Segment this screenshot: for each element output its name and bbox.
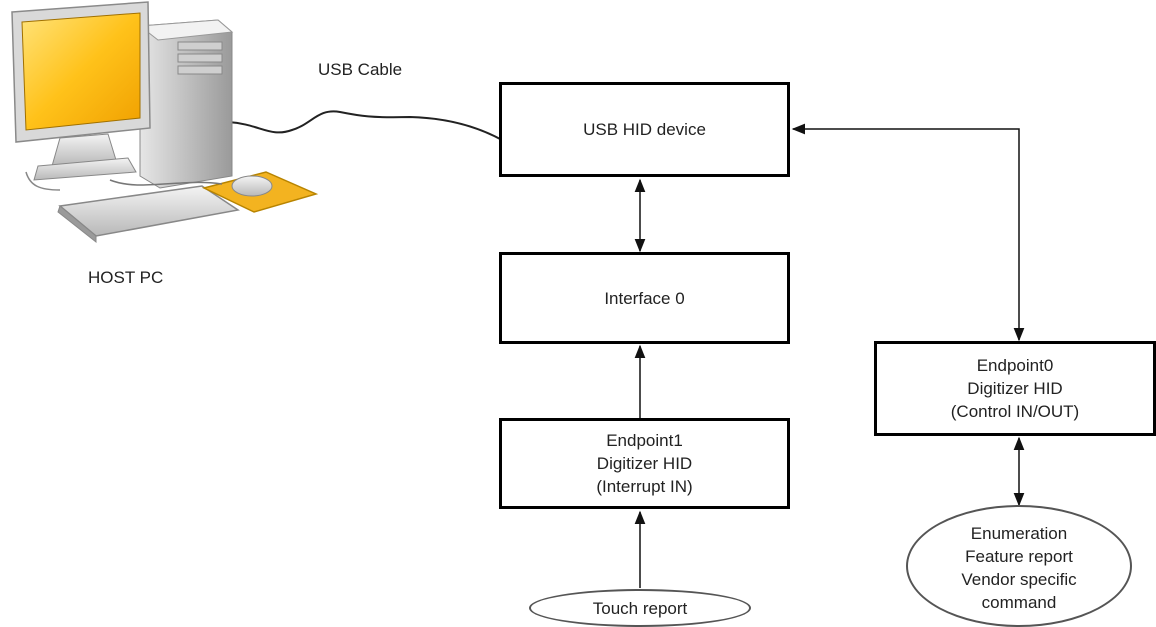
endpoint0-line-1: Endpoint0 xyxy=(976,356,1054,375)
usb-cable-label: USB Cable xyxy=(318,60,403,79)
host-pc-label: HOST PC xyxy=(88,268,164,287)
mouse-icon xyxy=(201,171,319,213)
touch-report-ellipse: Touch report xyxy=(529,589,751,627)
keyboard-icon xyxy=(57,185,240,244)
usb-hid-device-label: USB HID device xyxy=(583,120,706,139)
computer-tower-icon xyxy=(138,19,234,189)
usb-hid-device-box: USB HID device xyxy=(499,82,790,177)
usb-cable-line xyxy=(227,110,503,141)
enumeration-line-3: Vendor specific xyxy=(961,570,1077,589)
endpoint0-line-2: Digitizer HID xyxy=(967,379,1063,398)
endpoint0-box: Endpoint0 Digitizer HID (Control IN/OUT) xyxy=(874,341,1156,436)
host-pc-illustration xyxy=(11,1,319,244)
enumeration-ellipse: Enumeration Feature report Vendor specif… xyxy=(906,505,1132,627)
enumeration-line-4: command xyxy=(981,593,1057,612)
monitor-icon xyxy=(11,1,151,181)
interface-0-box: Interface 0 xyxy=(499,252,790,344)
touch-report-label: Touch report xyxy=(592,598,688,618)
device-endpoint0-arrow xyxy=(791,123,1025,342)
endpoint1-line-2: Digitizer HID xyxy=(596,454,693,473)
endpoint1-box: Endpoint1 Digitizer HID (Interrupt IN) xyxy=(499,418,790,509)
endpoint0-line-3: (Control IN/OUT) xyxy=(950,402,1080,421)
enumeration-line-2: Feature report xyxy=(965,547,1073,566)
enumeration-line-1: Enumeration xyxy=(970,524,1068,543)
endpoint1-line-1: Endpoint1 xyxy=(606,431,683,450)
endpoint1-line-3: (Interrupt IN) xyxy=(596,477,693,496)
interface-0-label: Interface 0 xyxy=(604,288,685,308)
